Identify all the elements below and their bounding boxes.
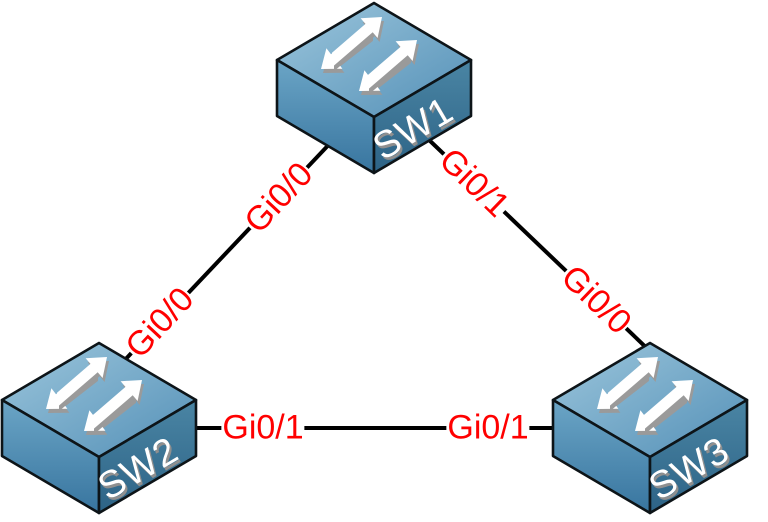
switch-node-sw2[interactable]: SW2 SW2 xyxy=(0,341,198,515)
interface-label-sw2-gi0-1[interactable]: Gi0/1 xyxy=(221,408,305,447)
interface-label-sw3-gi0-1[interactable]: Gi0/1 xyxy=(446,408,530,447)
switch-node-sw3[interactable]: SW3 SW3 xyxy=(551,341,749,515)
switch-node-sw1[interactable]: SW1 SW1 xyxy=(275,1,473,175)
